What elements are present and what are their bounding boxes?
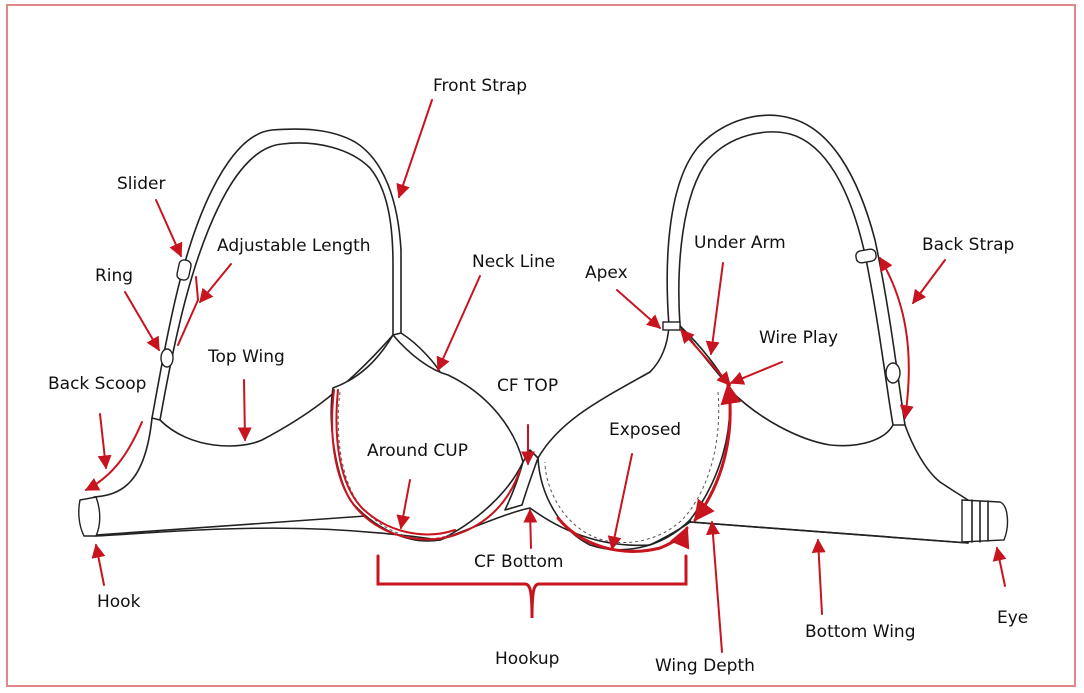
right-cup-stitch [544,391,720,544]
left-strap-outer [151,128,402,419]
label-slider: Slider [117,174,165,194]
label-apex: Apex [585,263,628,283]
top-wing-arrow [237,379,252,442]
garment-outline [78,114,1009,551]
left-strap-inner [159,142,394,421]
right-strap-inner [678,131,894,426]
label-wing-depth: Wing Depth [655,656,755,676]
hook-tab [78,496,101,537]
highlight-lines [84,256,914,553]
cf-bottom-arrow [523,508,538,549]
left-cup-stitch [337,391,451,540]
hook-arrow [91,543,106,586]
label-hookup: Hookup [495,649,559,669]
slider-arrow [155,199,183,258]
label-back-scoop: Back Scoop [48,374,146,394]
back-scoop-arrow [97,413,112,470]
under-arm-highlight [680,328,731,387]
label-ring: Ring [95,266,133,286]
around-cup-highlight [331,389,521,541]
wing-depth-highlight [693,382,742,522]
label-hook: Hook [97,592,141,612]
label-adjustable-length: Adjustable Length [217,236,371,256]
right-slider [855,248,877,264]
label-wire-play: Wire Play [759,328,838,348]
front-strap-arrow [396,99,433,199]
bottom-wing-arrow [811,538,826,615]
label-top-wing: Top Wing [207,347,285,367]
neck-line-arrow [436,275,481,372]
label-cf-bottom: CF Bottom [474,552,563,572]
apex-arrow [616,289,662,329]
wire-play-arrow [729,361,783,385]
exposed-highlight [556,516,690,553]
under-arm-arrow [705,262,724,356]
label-exposed: Exposed [609,420,681,440]
left-cup [330,334,524,542]
left-slider [176,259,192,281]
label-around-cup: Around CUP [367,441,468,461]
hookup-brace [376,554,688,619]
around-cup-highlight-2 [335,389,456,536]
adjustable-length-arrow [199,263,232,304]
label-eye: Eye [997,608,1028,628]
apex-notch [662,321,681,331]
label-under-arm: Under Arm [694,233,786,253]
back-strap-highlight [879,256,914,420]
label-front-strap: Front Strap [433,76,527,96]
label-cf-top: CF TOP [497,376,558,396]
right-ring [885,362,901,384]
label-bottom-wing: Bottom Wing [805,622,915,642]
band-bottom [95,507,969,547]
back-scoop-highlight [84,421,143,491]
eye-tab [961,499,1009,543]
labels: Front Strap Slider Adjustable Length Rin… [48,76,1028,676]
label-back-strap: Back Strap [922,235,1014,255]
exposed-arrow [607,453,633,551]
leader-arrows [91,99,1007,653]
around-cup-arrow [396,479,411,530]
diagram-frame [6,4,1076,687]
label-neck-line: Neck Line [472,252,555,272]
back-strap-arrow [912,259,946,305]
eye-arrow [992,546,1007,587]
left-ring [160,348,174,368]
ring-arrow [124,291,160,352]
wing-depth-arrow [705,520,723,653]
adjustable-length-highlight [177,276,200,346]
